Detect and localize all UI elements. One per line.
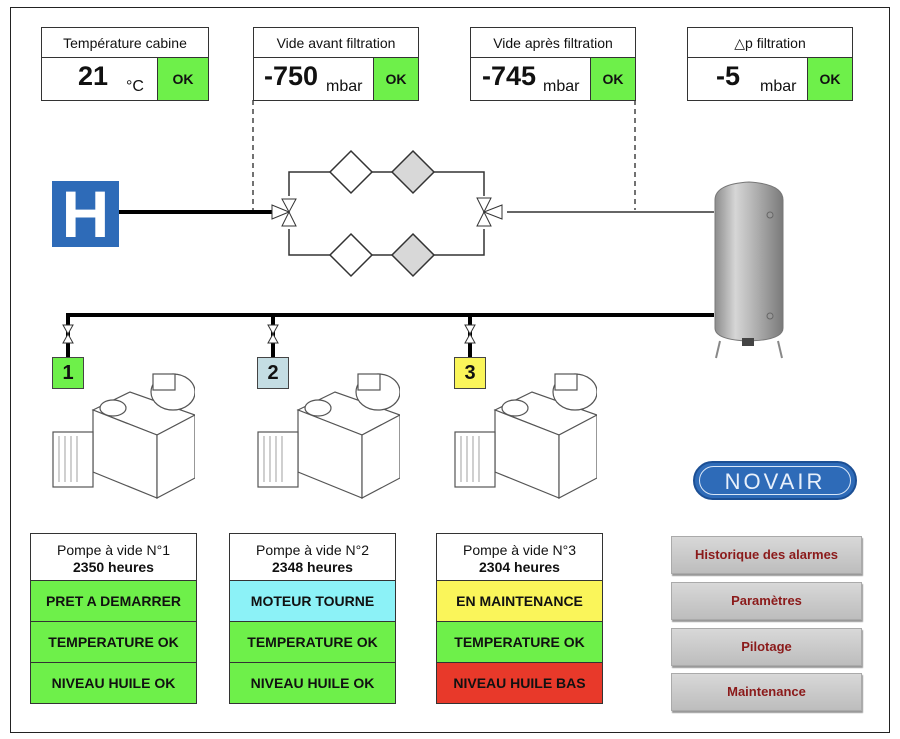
gauge-title: Température cabine	[42, 28, 208, 58]
gauge-value: -5	[716, 61, 741, 91]
pump-state: PRET A DEMARRER	[31, 581, 196, 622]
pump-badge-2[interactable]: 2	[257, 357, 289, 389]
pump-oil-level: NIVEAU HUILE OK	[230, 663, 395, 703]
gauge-unit: mbar	[543, 78, 580, 95]
novair-logo-text: NOVAIR	[699, 466, 851, 495]
three-way-valve-left[interactable]	[271, 198, 297, 227]
filter-bottom-2[interactable]	[390, 232, 436, 278]
pump-hours: 2304 heures	[479, 559, 560, 575]
hospital-h-icon: H	[52, 181, 119, 247]
gauge-vacuum-before-filter: Vide avant filtration -750 mbar OK	[253, 27, 419, 101]
pump-temperature: TEMPERATURE OK	[230, 622, 395, 663]
novair-logo: NOVAIR	[693, 461, 857, 500]
vacuum-pump-icon-3[interactable]	[447, 370, 597, 500]
pump-oil-level: NIVEAU HUILE OK	[31, 663, 196, 703]
pump-badge-1[interactable]: 1	[52, 357, 84, 389]
parameters-button[interactable]: Paramètres	[671, 582, 862, 620]
vacuum-tank-icon[interactable]	[712, 178, 786, 360]
gauge-status-ok: OK	[807, 58, 852, 100]
vacuum-pump-icon-2[interactable]	[250, 370, 400, 500]
pump-oil-level: NIVEAU HUILE BAS	[437, 663, 602, 703]
pump-badge-3[interactable]: 3	[454, 357, 486, 389]
pump-drops	[66, 315, 472, 357]
gauge-title: Vide après filtration	[471, 28, 635, 58]
gauge-filter-delta-p: △p filtration -5 mbar OK	[687, 27, 853, 101]
gauge-value: -745	[482, 61, 537, 91]
gauge-value: -750	[264, 61, 319, 91]
gauge-cabin-temperature: Température cabine 21 °C OK	[41, 27, 209, 101]
filter-top-2[interactable]	[390, 149, 436, 195]
gauge-status-ok: OK	[373, 58, 418, 100]
pump-name: Pompe à vide N°2	[256, 542, 369, 558]
control-button[interactable]: Pilotage	[671, 628, 862, 666]
pump-hours: 2348 heures	[272, 559, 353, 575]
gauge-title: △p filtration	[688, 28, 852, 58]
pump-temperature: TEMPERATURE OK	[31, 622, 196, 663]
gauge-unit: mbar	[326, 78, 363, 95]
pump-hours: 2350 heures	[73, 559, 154, 575]
pump-name: Pompe à vide N°3	[463, 542, 576, 558]
gauge-vacuum-after-filter: Vide après filtration -745 mbar OK	[470, 27, 636, 101]
gauge-unit: °C	[126, 78, 144, 95]
alarm-history-button[interactable]: Historique des alarmes	[671, 536, 862, 574]
maintenance-button[interactable]: Maintenance	[671, 673, 862, 711]
pump-valve-3[interactable]	[464, 324, 476, 344]
gauge-status-ok: OK	[157, 58, 208, 100]
gauge-status-ok: OK	[590, 58, 635, 100]
filter-bottom-1[interactable]	[328, 232, 374, 278]
gauge-unit: mbar	[760, 78, 797, 95]
pump-name: Pompe à vide N°1	[57, 542, 170, 558]
filter-top-1[interactable]	[328, 149, 374, 195]
pump-valve-2[interactable]	[267, 324, 279, 344]
three-way-valve-right[interactable]	[476, 197, 503, 227]
pump-temperature: TEMPERATURE OK	[437, 622, 602, 663]
pump-state: EN MAINTENANCE	[437, 581, 602, 622]
gauge-value: 21	[78, 61, 109, 91]
pump-valve-1[interactable]	[62, 324, 74, 344]
vacuum-pump-icon-1[interactable]	[45, 370, 195, 500]
gauge-title: Vide avant filtration	[254, 28, 418, 58]
pump-state: MOTEUR TOURNE	[230, 581, 395, 622]
